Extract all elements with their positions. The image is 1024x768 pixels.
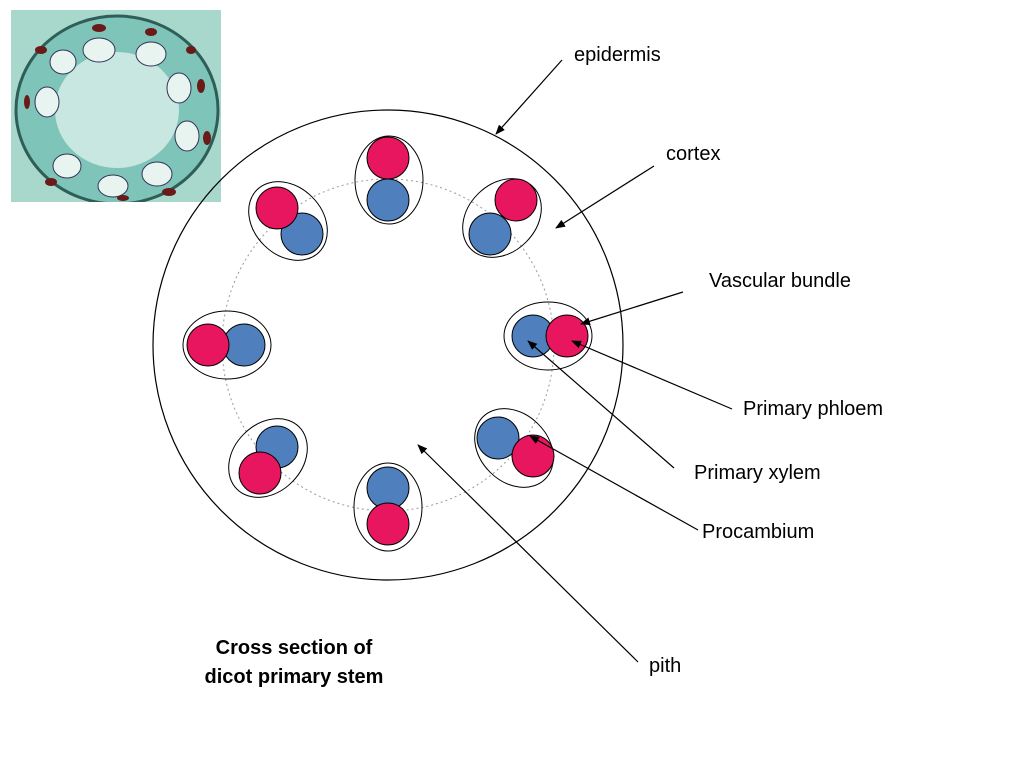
- procambium-outline: [462, 178, 542, 258]
- vascular-bundle-bottom-right: [474, 408, 555, 488]
- caption-line-2: dicot primary stem: [204, 666, 384, 688]
- phloem-circle: [545, 314, 589, 358]
- vascular-bundle-bottom: [353, 462, 423, 552]
- procambium-outline: [248, 181, 328, 261]
- micrograph-bundle: [174, 120, 200, 152]
- primary-xylem-label: Primary xylem: [694, 462, 821, 484]
- phloem-circle: [255, 186, 299, 230]
- primary-xylem-arrow: [527, 340, 675, 469]
- phloem-circle: [366, 136, 410, 180]
- procambium-outline: [228, 418, 308, 498]
- pith-arrow: [417, 444, 639, 663]
- vascular-bundle-right: [503, 301, 593, 371]
- caption-line-1: Cross section of: [215, 637, 373, 659]
- phloem-circle: [186, 323, 230, 367]
- pith-label: pith: [649, 655, 682, 677]
- cortex-arrow: [555, 165, 655, 229]
- micrograph-bundle: [82, 37, 116, 63]
- vascular-bundle-top-left: [248, 181, 328, 261]
- procambium-outline: [354, 135, 424, 225]
- stem-micrograph-image: [11, 10, 221, 202]
- xylem-circle: [366, 178, 410, 222]
- primary-phloem-arrow: [571, 340, 733, 410]
- xylem-circle: [468, 212, 512, 256]
- epidermis-circle: [152, 109, 624, 581]
- vascular-bundle-arrow: [580, 291, 684, 326]
- vascular-bundle-label: Vascular bundle: [709, 270, 851, 292]
- epidermis-arrow: [495, 59, 563, 135]
- procambium-label: Procambium: [702, 521, 815, 543]
- micrograph-bundle: [166, 72, 192, 104]
- xylem-circle: [476, 416, 520, 460]
- micrograph-bundle: [52, 153, 82, 179]
- vascular-bundle-top-right: [462, 178, 542, 258]
- cortex-label: cortex: [666, 143, 721, 165]
- micrograph-bundle: [97, 174, 129, 198]
- procambium-arrow: [529, 435, 699, 531]
- procambium-outline: [503, 301, 593, 371]
- micrograph-bundle: [135, 41, 167, 67]
- micrograph-bundle: [49, 49, 77, 75]
- vascular-bundle-bottom-left: [228, 418, 308, 498]
- vascular-bundle-left: [182, 310, 272, 380]
- procambium-outline: [353, 462, 423, 552]
- phloem-circle: [238, 451, 282, 495]
- micrograph-bundle: [141, 161, 173, 187]
- micrograph-dark-fibers: [24, 24, 211, 201]
- primary-phloem-label: Primary phloem: [743, 398, 884, 420]
- epidermis-label: epidermis: [574, 44, 661, 66]
- micrograph-pith: [55, 52, 179, 168]
- micrograph-bundles: [34, 37, 200, 198]
- micrograph-bundle: [34, 86, 60, 118]
- procambium-outline: [474, 408, 554, 488]
- phloem-circle: [511, 434, 555, 478]
- procambium-outline: [182, 310, 272, 380]
- diagram-caption: Cross section of dicot primary stem: [164, 634, 424, 692]
- phloem-circle: [366, 502, 410, 546]
- vascular-bundle-top: [354, 135, 424, 225]
- phloem-circle: [494, 178, 538, 222]
